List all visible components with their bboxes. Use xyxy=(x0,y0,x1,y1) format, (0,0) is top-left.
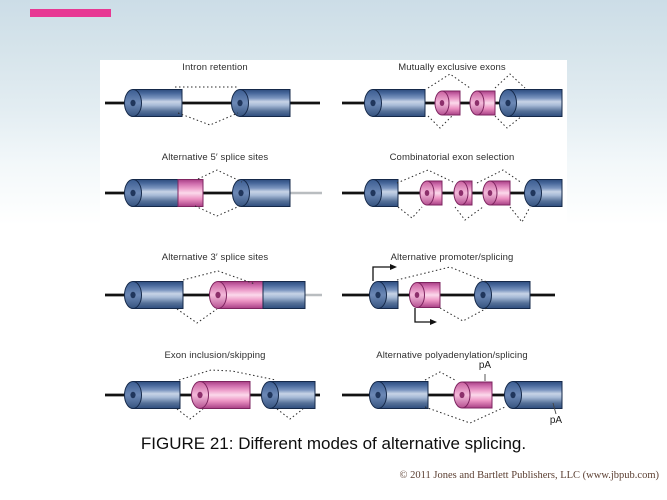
figure-area: Intron retention Mutually exclusive exon… xyxy=(100,60,567,438)
diagram-alternative-promoter-splicing xyxy=(342,264,555,325)
exon-cylinder-blue xyxy=(474,281,531,309)
exon-cylinder-blue xyxy=(124,89,183,117)
exon-cylinder-pink xyxy=(482,180,511,206)
splice-path xyxy=(396,266,488,283)
splice-path xyxy=(178,369,277,381)
panel-title: Alternative 3′ splice sites xyxy=(161,252,269,263)
panel-combinatorial-exon-selection: Combinatorial exon selection xyxy=(337,150,567,250)
splice-path xyxy=(276,408,304,420)
exon-cylinder-pink xyxy=(191,381,251,409)
splice-path xyxy=(427,73,471,89)
exon-cylinder-pink xyxy=(453,381,493,409)
diagram-mutually-exclusive-exons xyxy=(342,73,563,129)
copyright-notice: © 2011 Jones and Bartlett Publishers, LL… xyxy=(399,470,659,481)
panel-alternative-3-splice-sites: Alternative 3′ splice sites xyxy=(100,250,330,350)
exon-cylinder-blue xyxy=(124,381,181,409)
panel-exon-inclusion-skipping: Exon inclusion/skipping xyxy=(100,350,330,438)
diagram-exon-inclusion-skipping xyxy=(105,369,320,420)
splice-path xyxy=(494,73,526,89)
splice-path xyxy=(454,206,484,221)
exon-cylinder-blue xyxy=(232,179,291,207)
exon-cylinder-blue xyxy=(364,179,399,207)
exon-cylinder-blue xyxy=(504,381,563,409)
diagram-intron-retention xyxy=(105,86,320,126)
splice-path xyxy=(177,112,239,126)
splice-path xyxy=(176,408,204,420)
exon-cylinder-pink-blue xyxy=(209,281,306,309)
diagram-alternative-3-splice-sites xyxy=(105,270,322,324)
panel-title: Alternative promoter/splicing xyxy=(390,252,514,263)
exon-cylinder-blue xyxy=(364,89,426,117)
exon-cylinder-pink xyxy=(453,180,473,206)
panel-title: Mutually exclusive exons xyxy=(398,62,506,73)
splice-path xyxy=(427,115,453,129)
splice-path xyxy=(439,307,488,322)
figure-caption: FIGURE 21: Different modes of alternativ… xyxy=(140,434,527,453)
panel-alternative-promoter-splicing: Alternative promoter/splicing xyxy=(337,250,567,350)
exon-cylinder-blue xyxy=(231,89,291,117)
splice-path xyxy=(182,270,256,285)
polyA-site-label: pA xyxy=(478,360,492,371)
splice-path xyxy=(397,206,423,219)
exon-cylinder-blue-pink xyxy=(124,179,204,207)
exon-cylinder-blue xyxy=(524,179,563,207)
exon-cylinder-pink xyxy=(409,282,441,308)
exon-cylinder-pink xyxy=(434,90,461,116)
promoter-arrow-icon xyxy=(414,308,437,325)
panel-title: Exon inclusion/skipping xyxy=(164,350,266,361)
panel-mutually-exclusive-exons: Mutually exclusive exons xyxy=(337,60,567,150)
exon-cylinder-pink xyxy=(419,180,443,206)
panel-alternative-polyadenylation-splicing: Alternative polyadenylation/splicing xyxy=(337,350,567,438)
exon-cylinder-pink xyxy=(469,90,496,116)
exon-cylinder-blue xyxy=(369,381,429,409)
accent-bar xyxy=(30,9,111,17)
splice-path xyxy=(424,371,456,381)
splice-path xyxy=(476,169,523,184)
diagram-alternative-polyadenylation-splicing xyxy=(342,371,563,424)
promoter-arrow-icon xyxy=(372,264,397,281)
polyA-pointer-line xyxy=(552,402,557,415)
exon-cylinder-blue xyxy=(499,89,563,117)
panel-title: Alternative polyadenylation/splicing xyxy=(376,350,528,361)
exon-cylinder-blue xyxy=(124,281,184,309)
splice-path xyxy=(424,406,506,424)
panel-intron-retention: Intron retention xyxy=(100,60,330,150)
polyA-site-label: pA xyxy=(549,415,563,426)
panel-alternative-5-splice-sites: Alternative 5′ splice sites xyxy=(100,150,330,250)
panel-title: Alternative 5′ splice sites xyxy=(161,152,269,163)
diagram-alternative-5-splice-sites xyxy=(105,169,322,217)
diagram-combinatorial-exon-selection xyxy=(342,169,563,223)
splice-path xyxy=(194,204,243,217)
splice-path xyxy=(494,115,523,129)
panel-title: Intron retention xyxy=(182,62,248,73)
splice-path xyxy=(176,308,218,324)
exon-cylinder-blue xyxy=(261,381,316,409)
splice-path xyxy=(509,206,531,223)
panel-title: Combinatorial exon selection xyxy=(389,152,515,163)
splice-path xyxy=(197,169,243,183)
exon-cylinder-blue xyxy=(369,281,399,309)
